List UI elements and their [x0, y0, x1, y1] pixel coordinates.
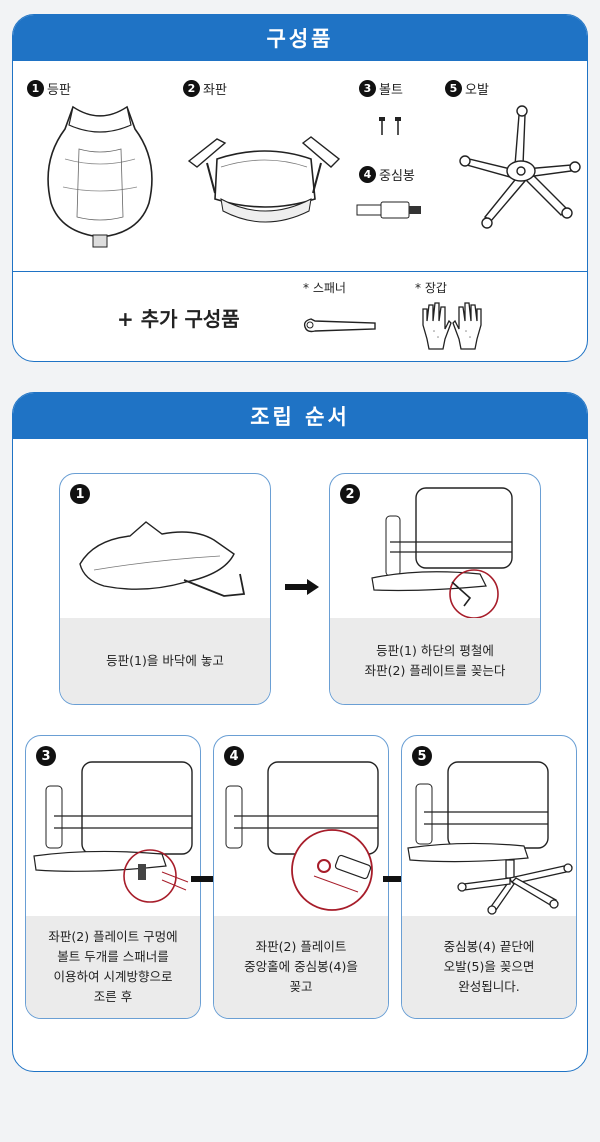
step-4-illustration — [225, 761, 379, 911]
assembly-step-3: 3 좌판(2) 플레이트 구멍에 볼트 두개를 스패너를 이용하여 시계방향으로… — [25, 735, 201, 1019]
part-number: 1 — [27, 80, 44, 97]
assembly-step-1: 1 등판(1)을 바닥에 놓고 — [59, 473, 271, 705]
step-number: 5 — [412, 746, 432, 766]
step-caption: 좌판(2) 플레이트 중앙홀에 중심봉(4)을 꽂고 — [214, 916, 388, 1018]
assembly-step-2: 2 등판(1) 하단의 평철에 좌판(2) 플레이트를 꽂는다 — [329, 473, 541, 705]
components-panel: 구성품 1 등판 2 좌판 3 볼트 4 중심봉 5 오발 — [12, 14, 588, 362]
part-number: 3 — [359, 80, 376, 97]
part-label-bolt: 3 볼트 — [359, 79, 403, 98]
step-2-illustration — [371, 487, 513, 618]
components-title: 구성품 — [13, 15, 587, 61]
assembly-step-4: 4 좌판(2) 플레이트 중앙홀에 중심봉(4)을 꽂고 — [213, 735, 389, 1019]
part-label-backrest: 1 등판 — [27, 79, 71, 98]
extra-components-title: + 추가 구성품 — [117, 307, 240, 331]
tool-label-gloves: * 장갑 — [415, 281, 447, 295]
assembly-title: 조립 순서 — [13, 393, 587, 439]
arrow-right-icon — [285, 579, 319, 595]
step-5-illustration — [407, 761, 573, 915]
step-caption: 좌판(2) 플레이트 구멍에 볼트 두개를 스패너를 이용하여 시계방향으로 조… — [26, 916, 200, 1018]
step-caption: 등판(1)을 바닥에 놓고 — [60, 618, 270, 704]
part-label-base: 5 오발 — [445, 79, 489, 98]
part-number: 2 — [183, 80, 200, 97]
step-caption: 등판(1) 하단의 평철에 좌판(2) 플레이트를 꽂는다 — [330, 618, 540, 704]
gloves-illustration — [422, 302, 482, 350]
step-1-illustration — [79, 521, 246, 597]
part-label-seat: 2 좌판 — [183, 79, 227, 98]
part-number: 4 — [359, 166, 376, 183]
step-3-illustration — [33, 761, 193, 903]
step-number: 2 — [340, 484, 360, 504]
assembly-step-5: 5 중심봉(4) 끝단에 오발(5)을 꽂으면 완성됩니다. — [401, 735, 577, 1019]
tool-label-spanner: * 스패너 — [303, 281, 346, 295]
step-number: 3 — [36, 746, 56, 766]
section-divider — [13, 271, 587, 272]
center-rod-illustration — [356, 201, 421, 219]
part-number: 5 — [445, 80, 462, 97]
part-label-center-rod: 4 중심봉 — [359, 165, 415, 184]
assembly-panel: 조립 순서 1 등판(1)을 바닥에 놓고 2 등판(1) 하단의 평철에 좌판… — [12, 392, 588, 1072]
step-number: 4 — [224, 746, 244, 766]
bolt-illustration — [379, 117, 401, 135]
spanner-illustration — [303, 318, 376, 333]
step-caption: 중심봉(4) 끝단에 오발(5)을 꽂으면 완성됩니다. — [402, 916, 576, 1018]
base-illustration — [459, 105, 581, 229]
seat-illustration — [187, 136, 341, 223]
step-number: 1 — [70, 484, 90, 504]
backrest-illustration — [47, 105, 153, 248]
